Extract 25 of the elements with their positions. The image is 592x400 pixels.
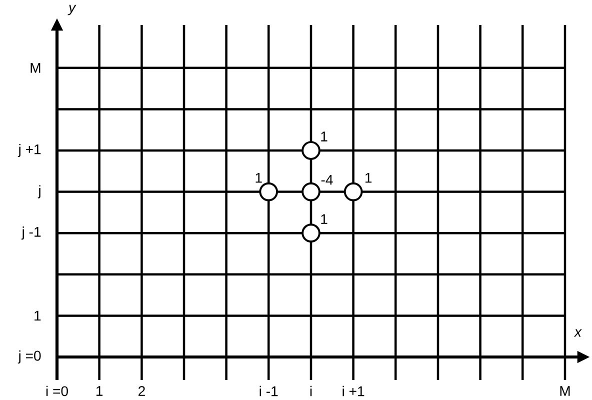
weight-label: 1 bbox=[321, 132, 328, 142]
grid-point-circle bbox=[302, 224, 320, 243]
weight-label: 1 bbox=[321, 214, 328, 224]
weight-label: 1 bbox=[365, 172, 372, 183]
tick-label: i =0 bbox=[46, 386, 68, 396]
tick-label: j +1 bbox=[18, 144, 41, 158]
grid-point-circle bbox=[259, 182, 278, 202]
axis-label: x bbox=[574, 329, 582, 337]
weight-label: -4 bbox=[321, 174, 333, 185]
tick-label: M bbox=[560, 386, 570, 396]
axis-label: y bbox=[68, 4, 76, 16]
weight-label: 1 bbox=[256, 172, 262, 183]
tick-label: j -1 bbox=[21, 226, 41, 240]
tick-label: j =0 bbox=[18, 350, 41, 364]
grid-point-circle bbox=[344, 182, 363, 202]
tick-label: j bbox=[38, 185, 40, 198]
tick-label: 2 bbox=[138, 386, 145, 396]
grid-point-circle bbox=[302, 141, 320, 160]
tick-label: i -1 bbox=[260, 386, 278, 396]
tick-label: i +1 bbox=[342, 386, 364, 396]
tick-label: M bbox=[30, 63, 40, 73]
tick-label: 1 bbox=[34, 310, 41, 321]
grid-point-circle bbox=[302, 182, 320, 202]
tick-label: 1 bbox=[96, 386, 103, 396]
tick-label: i bbox=[310, 386, 312, 396]
